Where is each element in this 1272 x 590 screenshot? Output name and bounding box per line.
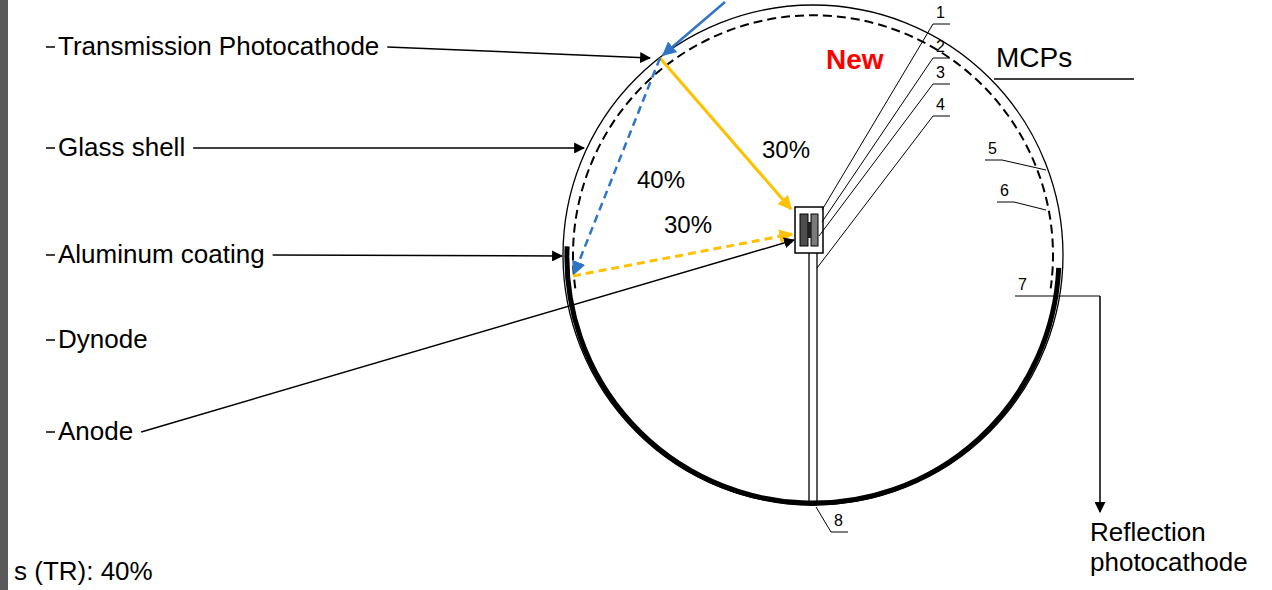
label-holder: s (TR): 40%: [14, 557, 153, 587]
mcp-assembly: [795, 207, 823, 505]
part-label: Transmission Photocathode: [58, 32, 379, 62]
label-holder: 6: [1000, 182, 1009, 200]
callout-number: 1: [936, 4, 945, 22]
part-label: Glass shell: [58, 133, 185, 163]
new-tag: New: [826, 44, 884, 76]
photon-arrow: [663, 2, 725, 55]
label-holder: 3: [936, 64, 945, 82]
note-text: s (TR): 40%: [14, 557, 153, 587]
label-holder: 40%: [637, 166, 685, 194]
label-ticks: [46, 47, 55, 432]
leader-arrow: [193, 147, 584, 149]
transmission-photocathode: [573, 15, 1053, 288]
callout-number: 7: [1018, 276, 1027, 294]
label-holder: Anode: [58, 417, 133, 447]
callout-number: 6: [1000, 182, 1009, 200]
fraction-label: 30%: [664, 211, 712, 239]
label-holder: Glass shell: [58, 133, 185, 163]
part-label: Aluminum coating: [58, 240, 265, 270]
photo-edge: [0, 0, 8, 590]
callout-number: 3: [936, 64, 945, 82]
label-holder: Dynode: [58, 325, 148, 355]
fraction-label: 40%: [637, 166, 685, 194]
callout-number: 2: [936, 38, 945, 56]
label-holder: 1: [936, 4, 945, 22]
part-label: Dynode: [58, 325, 148, 355]
pointer-arrow: [1099, 296, 1101, 512]
label-holder: 30%: [762, 136, 810, 164]
label-holder: New: [826, 44, 884, 76]
reflected-electron-path: [573, 234, 792, 276]
glass-shell: [563, 5, 1063, 505]
label-holder: 2: [936, 38, 945, 56]
label-holder: Transmission Photocathode: [58, 32, 379, 62]
part-label: Anode: [58, 417, 133, 447]
part-label: Reflection photocathode: [1090, 518, 1265, 578]
mcp-underline: [994, 78, 1134, 80]
callout-leaders: [816, 24, 1100, 532]
label-holder: 4: [936, 96, 945, 114]
part-label: MCPs: [996, 42, 1072, 74]
label-holder: 7: [1018, 276, 1027, 294]
fraction-label: 30%: [762, 136, 810, 164]
leader-arrow: [273, 255, 562, 256]
leader-arrow: [387, 47, 650, 58]
label-holder: 8: [834, 512, 843, 530]
label-holder: Aluminum coating: [58, 240, 265, 270]
label-holder: 30%: [664, 211, 712, 239]
callout-number: 5: [988, 140, 997, 158]
label-holder: MCPs: [996, 42, 1072, 74]
label-holder: 5: [988, 140, 997, 158]
callout-number: 8: [834, 512, 843, 530]
callout-number: 4: [936, 96, 945, 114]
label-holder: Reflection photocathode: [1090, 518, 1265, 578]
